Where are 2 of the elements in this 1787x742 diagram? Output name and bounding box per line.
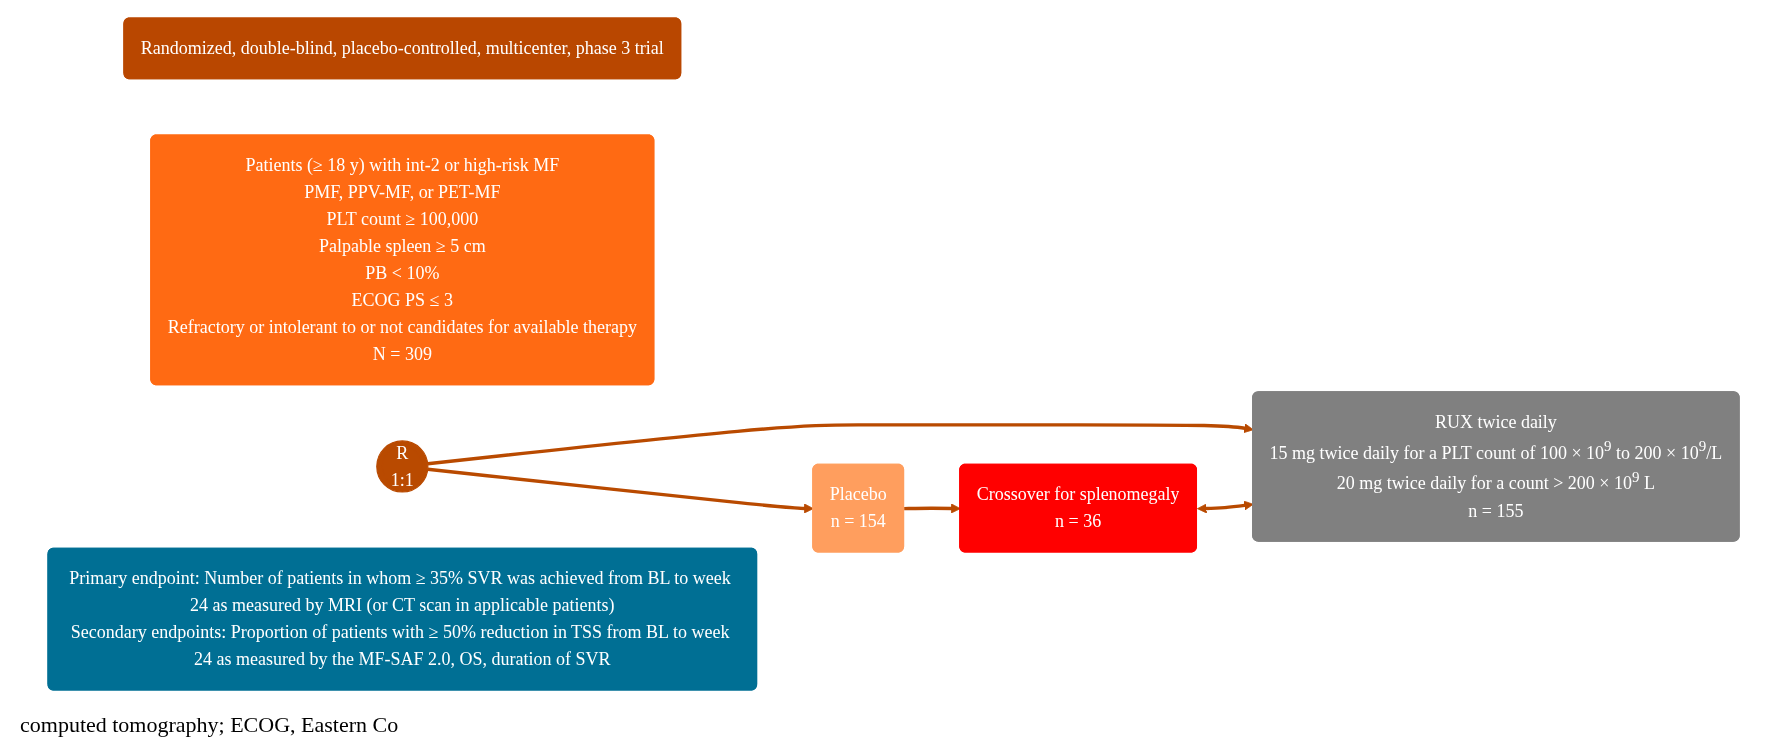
node-circle: R 1:1: [376, 440, 429, 493]
footnote-text: computed tomography; ECOG, Eastern Co: [19, 711, 400, 739]
